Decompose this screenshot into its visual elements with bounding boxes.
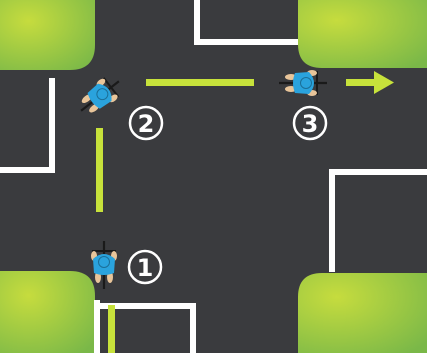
step-number-1: 1 (137, 254, 154, 282)
lane-marking-arrow-shaft (346, 79, 378, 86)
lane-marking-vertical-upper (96, 128, 103, 212)
grass-corner-bottom-left (0, 271, 95, 353)
grass-corner-bottom-right (298, 273, 427, 353)
lane-marking-horizontal (146, 79, 254, 86)
lane-marking-vertical-lower (108, 305, 115, 353)
step-number-2: 2 (138, 110, 155, 138)
grass-corner-top-right (298, 0, 427, 68)
step-number-3: 3 (302, 110, 319, 138)
grass-corner-top-left (0, 0, 95, 70)
